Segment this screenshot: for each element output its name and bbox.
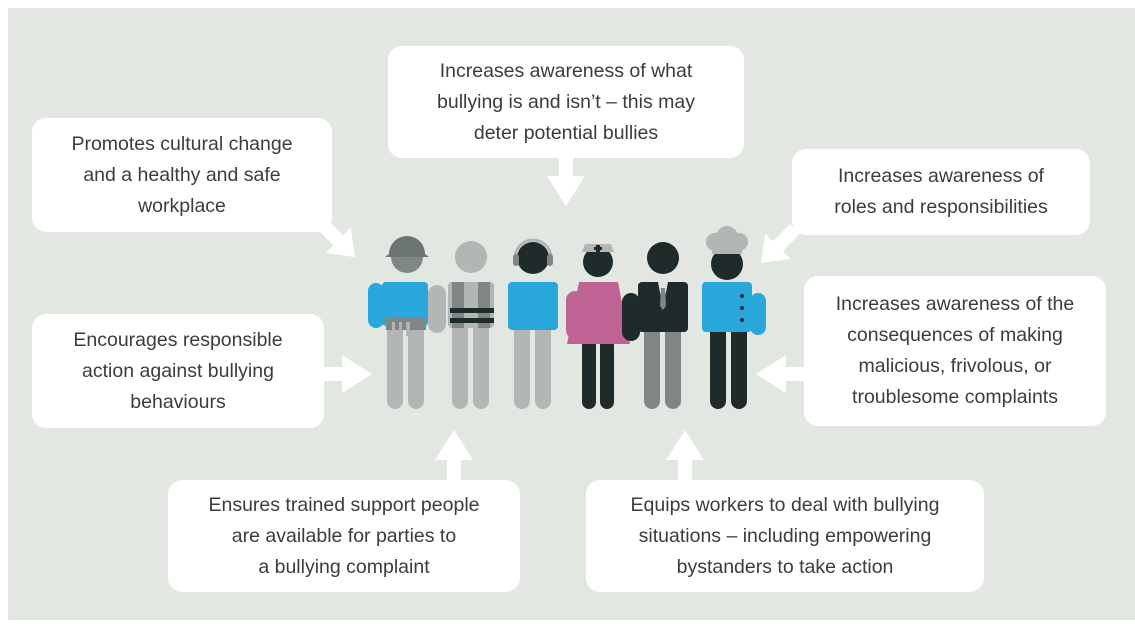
- benefit-cultural-change: Promotes cultural change and a healthy a…: [32, 118, 332, 232]
- benefit-equips-workers: Equips workers to deal with bullying sit…: [586, 480, 984, 592]
- benefit-awareness-roles: Increases awareness of roles and respons…: [792, 149, 1090, 235]
- benefit-awareness-bullying: Increases awareness of what bullying is …: [388, 46, 744, 158]
- arrow-up-icon: [666, 430, 704, 484]
- vest-worker-icon: [428, 241, 494, 409]
- diagram-canvas: Increases awareness of what bullying is …: [8, 8, 1135, 620]
- arrow-up-icon: [435, 430, 473, 484]
- arrow-right-icon: [324, 355, 372, 393]
- benefit-awareness-consequences: Increases awareness of the consequences …: [804, 276, 1106, 426]
- workers-group-illustration: [368, 226, 766, 409]
- arrow-down-icon: [547, 158, 585, 206]
- benefit-responsible-action: Encourages responsible action against bu…: [32, 314, 324, 428]
- arrows-layer: [316, 158, 804, 484]
- nurse-icon: [566, 244, 630, 409]
- arrow-left-icon: [756, 355, 804, 393]
- headset-worker-icon: [508, 238, 558, 409]
- suit-worker-icon: [622, 242, 688, 409]
- arrow-down-left-icon: [760, 224, 800, 264]
- chef-icon: [702, 226, 766, 409]
- hard-hat-worker-icon: [368, 236, 429, 409]
- benefit-support-people: Ensures trained support people are avail…: [168, 480, 520, 592]
